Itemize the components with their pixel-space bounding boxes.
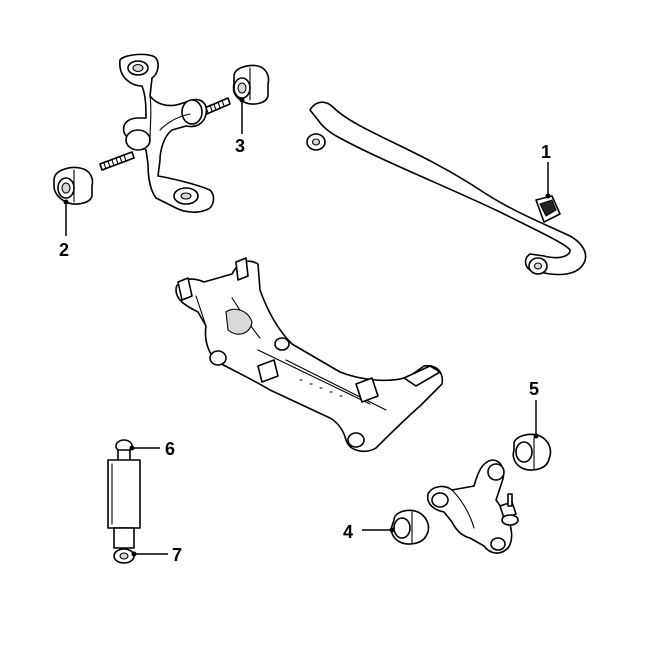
callout-7: 7 bbox=[172, 545, 183, 565]
bushing-part-5 bbox=[512, 433, 552, 471]
callout-leaders bbox=[63, 97, 551, 557]
callout-4: 4 bbox=[343, 522, 354, 542]
shock-absorber bbox=[107, 439, 141, 564]
bushing-part-2 bbox=[53, 166, 94, 205]
callout-3: 3 bbox=[235, 136, 246, 156]
stabilizer-bar bbox=[306, 101, 587, 276]
callout-6: 6 bbox=[165, 439, 176, 459]
subframe-crossmember bbox=[175, 257, 444, 453]
bushing-part-4 bbox=[390, 509, 430, 545]
hub-carrier-assembly bbox=[99, 53, 231, 213]
lower-control-arm bbox=[426, 459, 519, 554]
callout-5: 5 bbox=[529, 379, 540, 399]
callout-1: 1 bbox=[541, 142, 552, 162]
callout-2: 2 bbox=[59, 240, 70, 260]
bushing-part-3 bbox=[232, 64, 270, 105]
